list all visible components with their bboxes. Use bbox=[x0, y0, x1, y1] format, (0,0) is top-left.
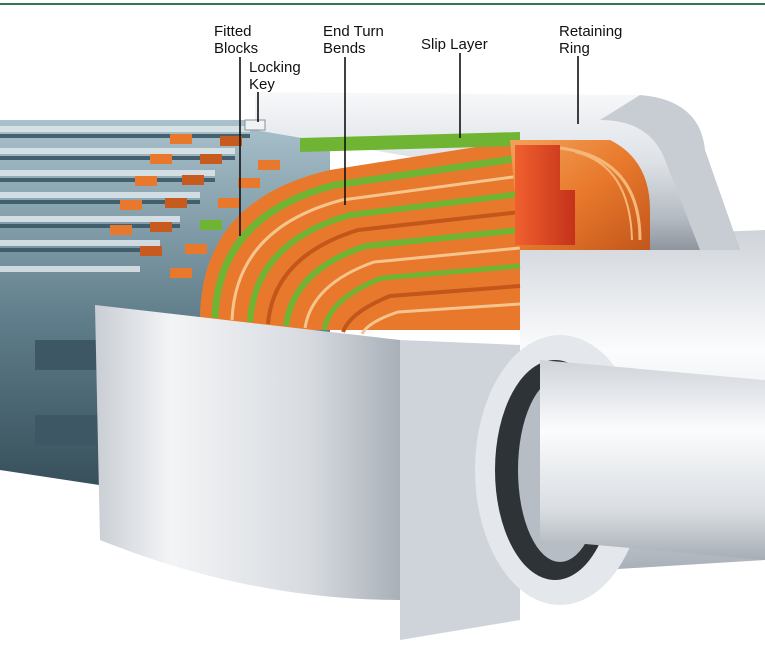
top-border-rule bbox=[0, 3, 765, 5]
end-turn-bends bbox=[200, 140, 521, 335]
label-locking-key-line1: Locking bbox=[249, 59, 301, 76]
leader-lines bbox=[239, 53, 579, 236]
label-end-turn-bends-line1: End Turn bbox=[323, 23, 384, 40]
rotor-vent-upper bbox=[35, 340, 105, 370]
label-end-turn-bends-line2: Bends bbox=[323, 40, 366, 57]
retaining-ring-edge bbox=[600, 95, 740, 250]
shaft-through-bore bbox=[540, 360, 765, 560]
label-slip-layer: Slip Layer bbox=[421, 36, 488, 53]
ring-arc-1 bbox=[559, 146, 642, 241]
label-locking-key-line2: Key bbox=[249, 76, 275, 93]
retaining-ring-red-block bbox=[515, 145, 575, 245]
label-retaining-ring-line1: Retaining bbox=[559, 23, 622, 40]
slip-layer bbox=[300, 132, 520, 152]
locking-key bbox=[244, 119, 266, 131]
ring-arc-2 bbox=[574, 151, 633, 241]
fitted-blocks bbox=[110, 134, 280, 278]
label-retaining-ring-line2: Ring bbox=[559, 40, 590, 57]
label-fitted-blocks-line1: Fitted bbox=[214, 23, 252, 40]
rotor-vent-lower bbox=[35, 415, 105, 445]
rotor-slots bbox=[0, 126, 250, 272]
rotor-slots-dark bbox=[0, 134, 250, 252]
front-sleeve bbox=[95, 305, 400, 600]
label-fitted-blocks-line2: Blocks bbox=[214, 40, 258, 57]
